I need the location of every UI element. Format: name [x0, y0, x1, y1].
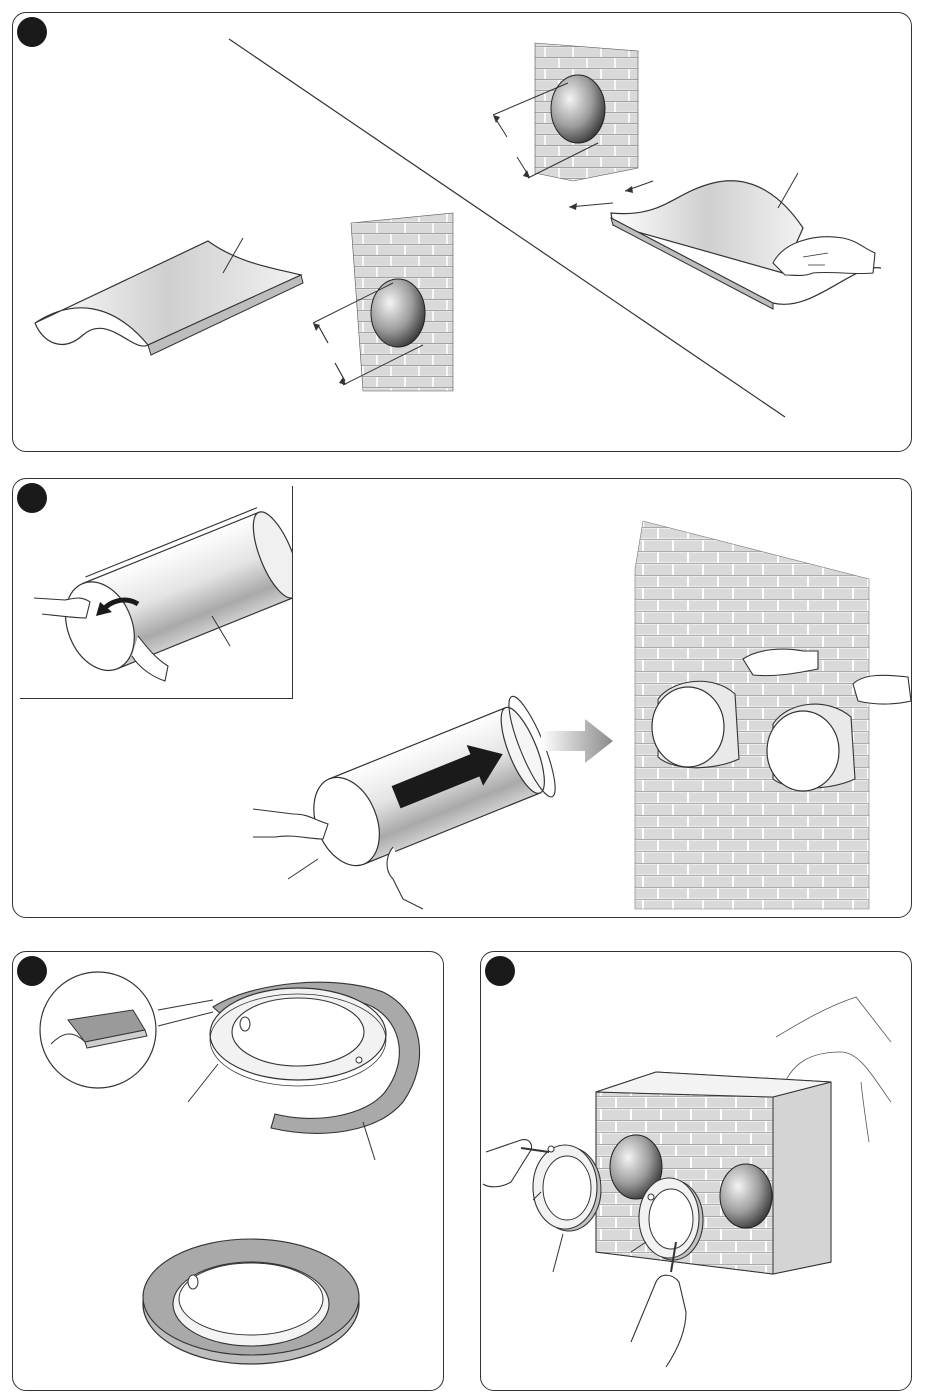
brick-wall-icon — [313, 213, 453, 391]
brick-wall-icon — [493, 43, 638, 181]
flange-ring-top — [188, 982, 420, 1160]
wall-hole-right — [551, 75, 605, 143]
wall-tube-left — [652, 681, 739, 767]
panel-3-illustration — [13, 952, 444, 1391]
rolled-liner-tube — [299, 692, 564, 883]
panel-1 — [12, 12, 912, 452]
panel-1-illustration — [13, 13, 912, 452]
magnifier-detail — [40, 972, 213, 1088]
wall-tube-right — [767, 704, 855, 791]
direction-arrow-icon — [541, 719, 613, 763]
step-marker-icon — [17, 483, 47, 513]
flange-ring-assembled — [143, 1239, 359, 1364]
inset-roll-detail — [20, 486, 293, 699]
insulation-sheet-left — [35, 238, 303, 355]
panel-3 — [12, 951, 444, 1391]
panel-4 — [480, 951, 912, 1391]
wall-hole-left — [371, 279, 425, 347]
flange-ring-left — [533, 1145, 601, 1272]
rolled-liner-tube — [51, 502, 292, 681]
panel-2 — [12, 478, 912, 918]
inset-illustration — [20, 486, 292, 698]
panel-4-illustration — [481, 952, 912, 1391]
brick-wall-icon — [596, 1072, 831, 1274]
